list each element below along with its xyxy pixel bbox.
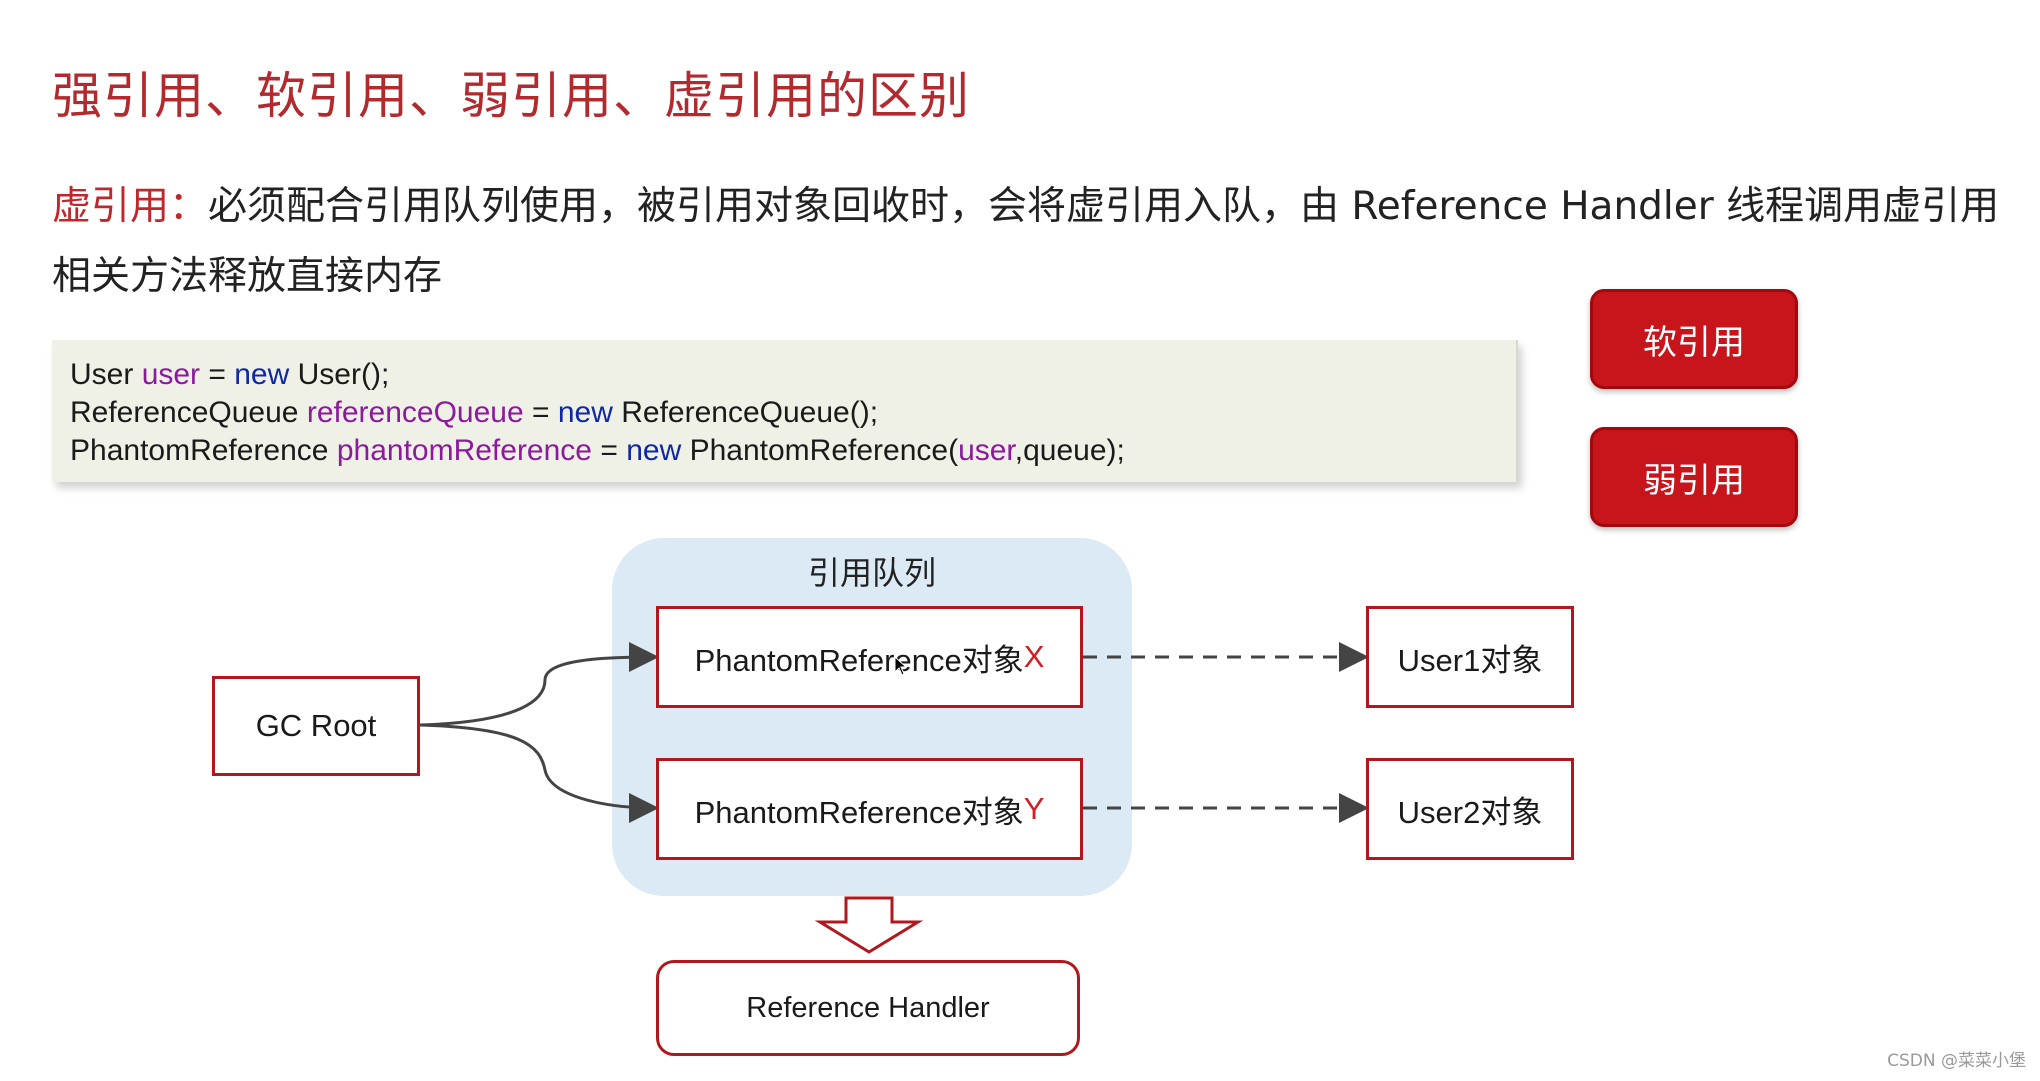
code-token: new (557, 396, 613, 429)
code-token: User(); (289, 358, 390, 391)
mouse-cursor-icon (894, 656, 908, 676)
watermark: CSDN @菜菜小堡 (1887, 1051, 2026, 1071)
code-token: user (141, 358, 201, 391)
phantom-x-label: PhantomReference对象 (694, 642, 1024, 678)
user2-object-node: User2对象 (1366, 758, 1574, 860)
phantom-y-label: PhantomReference对象 (694, 794, 1024, 830)
code-token: = (523, 396, 558, 429)
code-token: PhantomReference (70, 434, 337, 467)
code-token: User (70, 358, 142, 391)
code-token: PhantomReference( (681, 434, 959, 467)
user1-object-node: User1对象 (1366, 606, 1574, 708)
weak-reference-button[interactable]: 弱引用 (1590, 427, 1798, 527)
reference-handler-label: Reference Handler (746, 991, 990, 1024)
gc-root-node: GC Root (212, 676, 420, 776)
reference-handler-node: Reference Handler (656, 960, 1080, 1056)
user1-label: User1对象 (1397, 642, 1543, 678)
code-line-2: ReferenceQueue referenceQueue = new Refe… (70, 394, 1498, 432)
reference-queue-label: 引用队列 (807, 554, 936, 592)
slide-title: 强引用、软引用、弱引用、虚引用的区别 (52, 67, 970, 125)
user2-label: User2对象 (1397, 794, 1543, 830)
code-token: user (958, 434, 1015, 467)
description-keyword: 虚引用 (52, 184, 170, 229)
description-colon: ： (169, 184, 209, 229)
code-block: User user = new User(); ReferenceQueue r… (52, 340, 1518, 482)
code-token: new (626, 434, 682, 467)
gc-root-to-y-connector (419, 723, 659, 823)
code-token: = (200, 358, 235, 391)
gc-root-label: GC Root (255, 708, 377, 743)
soft-reference-button[interactable]: 软引用 (1590, 289, 1798, 389)
code-token: ,queue); (1014, 434, 1125, 467)
description: 虚引用：必须配合引用队列使用，被引用对象回收时，会将虚引用入队，由 Refere… (52, 172, 2012, 312)
phantom-x-mark: X (1023, 639, 1045, 674)
code-token: ReferenceQueue(); (612, 396, 879, 429)
code-line-1: User user = new User(); (70, 356, 1498, 394)
queue-to-handler-arrow (814, 896, 924, 954)
code-token: phantomReference (336, 434, 592, 467)
code-token: referenceQueue (306, 396, 524, 429)
phantom-y-mark: Y (1023, 791, 1045, 826)
code-line-3: PhantomReference phantomReference = new … (70, 432, 1498, 470)
code-token: ReferenceQueue (70, 396, 307, 429)
gc-root-to-x-connector (419, 642, 659, 727)
code-token: new (234, 358, 290, 391)
code-token: = (592, 434, 627, 467)
description-text: 必须配合引用队列使用，被引用对象回收时，会将虚引用入队，由 Reference … (52, 184, 2000, 299)
